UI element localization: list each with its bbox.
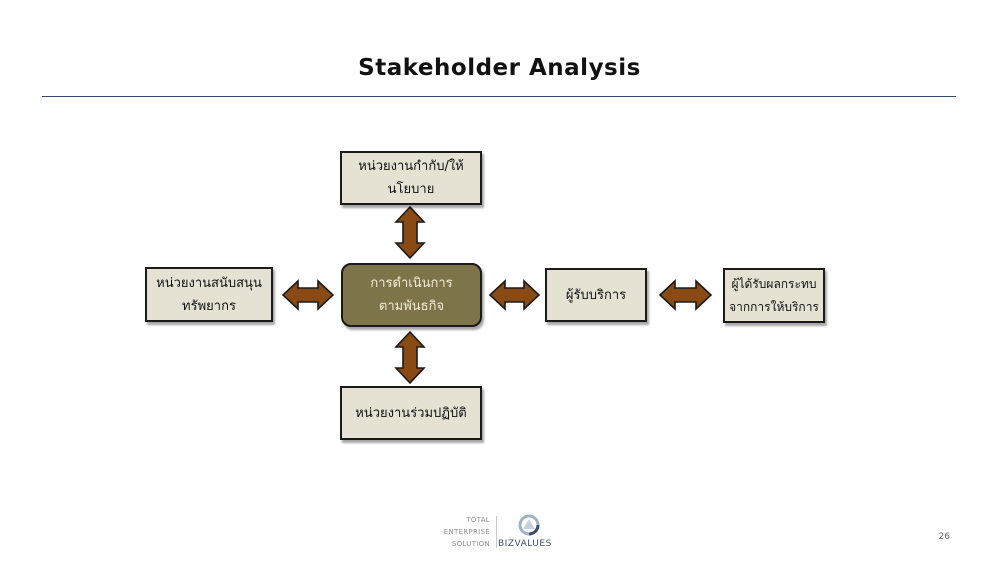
- box-mission-operation-label: การดำเนินการ ตามพันธกิจ: [370, 276, 453, 314]
- footer-logo-divider: [496, 516, 497, 548]
- arrow-top: [394, 205, 426, 260]
- box-resource-support-label: หน่วยงานสนับสนุน ทรัพยากร: [156, 275, 262, 314]
- arrow-left: [281, 279, 335, 311]
- box-resource-support: หน่วยงานสนับสนุน ทรัพยากร: [145, 267, 273, 322]
- box-regulator-label: หน่วยงานกำกับ/ให้ นโยบาย: [358, 159, 464, 197]
- footer-tagline-3: SOLUTION: [451, 540, 490, 548]
- box-mission-operation: การดำเนินการ ตามพันธกิจ: [341, 263, 482, 327]
- box-co-operating-unit-label: หน่วยงานร่วมปฏิบัติ: [355, 405, 467, 421]
- bizvalues-logo-icon: [518, 514, 540, 536]
- box-regulator: หน่วยงานกำกับ/ให้ นโยบาย: [340, 151, 482, 205]
- arrow-far-right: [658, 279, 713, 311]
- title-divider: [42, 96, 956, 97]
- slide-title: Stakeholder Analysis: [358, 55, 641, 81]
- box-affected-parties: ผู้ได้รับผลกระทบ จากการให้บริการ: [723, 268, 825, 323]
- footer-tagline-2: ENTERPRISE: [443, 528, 490, 536]
- footer-brand: BIZVALUES: [498, 539, 552, 549]
- page-number: 26: [938, 532, 950, 542]
- footer-tagline-1: TOTAL: [466, 516, 490, 524]
- arrow-right: [488, 279, 541, 311]
- box-service-recipient-label: ผู้รับบริการ: [565, 287, 627, 303]
- box-affected-parties-label: ผู้ได้รับผลกระทบ จากการให้บริการ: [729, 276, 819, 314]
- box-service-recipient: ผู้รับบริการ: [545, 268, 647, 322]
- arrow-bottom: [394, 330, 426, 385]
- box-co-operating-unit: หน่วยงานร่วมปฏิบัติ: [340, 386, 482, 440]
